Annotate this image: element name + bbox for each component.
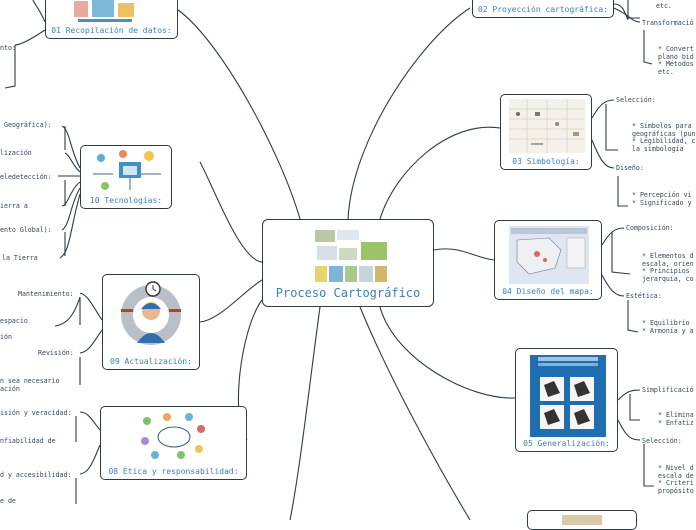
central-topic[interactable]: Proceso Cartográfico xyxy=(262,219,434,307)
node-bottom-partial[interactable] xyxy=(527,510,637,530)
bottom-node-image xyxy=(562,515,602,525)
n02-detail-text: * Convert plano bid * Métodos etc. xyxy=(658,45,694,76)
node-tecnologias[interactable]: 10 Tecnologías: xyxy=(80,145,172,209)
technologies-image xyxy=(89,150,165,194)
update-gears-image xyxy=(113,279,191,351)
n03-seleccion-detail: * Símbolos para geográficas (pun * Legib… xyxy=(632,122,696,153)
ethics-image xyxy=(137,411,211,461)
n10-label-d: ierra a xyxy=(0,202,28,210)
node-caption: 04 Diseño del mapa: xyxy=(502,287,594,296)
n08-label-b: nfiabilidad de xyxy=(0,437,56,445)
generalization-image xyxy=(530,355,606,437)
node-proyeccion-cartografica[interactable]: 02 Proyección cartográfica: xyxy=(472,0,614,18)
node-etica-responsabilidad[interactable]: 08 Ética y responsabilidad: xyxy=(100,406,247,480)
n05-seleccion-detail: * Nivel d escala de * Criteri propósito xyxy=(658,464,694,495)
n05-seleccion-label: Selección: xyxy=(642,437,682,445)
node-caption: 10 Tecnologías: xyxy=(89,196,163,205)
n02-transformacion-label: Transformació xyxy=(642,19,694,27)
n10-label-e: ento Global): xyxy=(0,226,52,234)
n09-label-c: ión xyxy=(0,333,12,341)
n03-seleccion-label: Selección: xyxy=(616,96,656,104)
n04-estetica-label: Estética: xyxy=(626,292,662,300)
n04-composicion-label: Composición: xyxy=(626,224,674,232)
n10-label-c: eledetección: xyxy=(0,173,52,181)
node-caption: 02 Proyección cartográfica: xyxy=(477,5,609,14)
n03-diseno-label: Diseño: xyxy=(616,164,644,172)
n10-label-b: lización xyxy=(0,149,32,157)
n04-estetica-detail: * Equilibrio * Armonía y a xyxy=(642,319,694,335)
n03-diseno-detail: * Percepción vi * Significado y xyxy=(632,191,692,207)
node-caption: 08 Ética y responsabilidad: xyxy=(108,467,239,476)
n05-simplificacion-label: Simplificació xyxy=(642,386,694,394)
node-recopilacion-datos[interactable]: 01 Recopilación de datos: xyxy=(45,0,178,39)
node-diseno-mapa[interactable]: 04 Diseño del mapa: xyxy=(494,220,602,300)
n02-etc-text: etc. xyxy=(656,2,672,10)
node-simbologia[interactable]: 03 Simbología: xyxy=(500,94,592,170)
n05-simplificacion-detail: * Elimina * Enfatiz xyxy=(658,411,694,427)
n09-label-d: Revisión: xyxy=(38,349,74,357)
node-generalizacion[interactable]: 05 Generalización: xyxy=(515,348,618,452)
n09-label-b: espacio xyxy=(0,317,28,325)
n10-label-f: la Tierra xyxy=(2,254,38,262)
map-design-image xyxy=(509,226,589,284)
n01-left-label: nto: xyxy=(0,44,16,52)
n08-label-d: e de xyxy=(0,497,16,505)
node-caption: 09 Actualización: xyxy=(110,357,192,366)
n09-label-a: Mantenimiento: xyxy=(18,290,74,298)
node-caption: 05 Generalización: xyxy=(523,439,610,448)
n08-label-a: isión y veracidad: xyxy=(0,409,72,417)
data-collection-image xyxy=(70,0,140,23)
n08-label-c: d y accesibilidad: xyxy=(0,471,72,479)
n09-label-e: n sea necesario ación xyxy=(0,377,60,393)
node-actualizacion[interactable]: 09 Actualización: xyxy=(102,274,200,370)
node-caption: 01 Recopilación de datos: xyxy=(51,26,172,35)
n10-label-a: Geográfica): xyxy=(4,121,52,129)
n04-composicion-detail: * Elementos d escala, orien * Principios… xyxy=(642,252,694,283)
symbology-image xyxy=(509,99,585,153)
central-topic-title: Proceso Cartográfico xyxy=(275,286,421,300)
node-caption: 03 Simbología: xyxy=(512,157,580,166)
central-topic-image xyxy=(313,228,389,284)
